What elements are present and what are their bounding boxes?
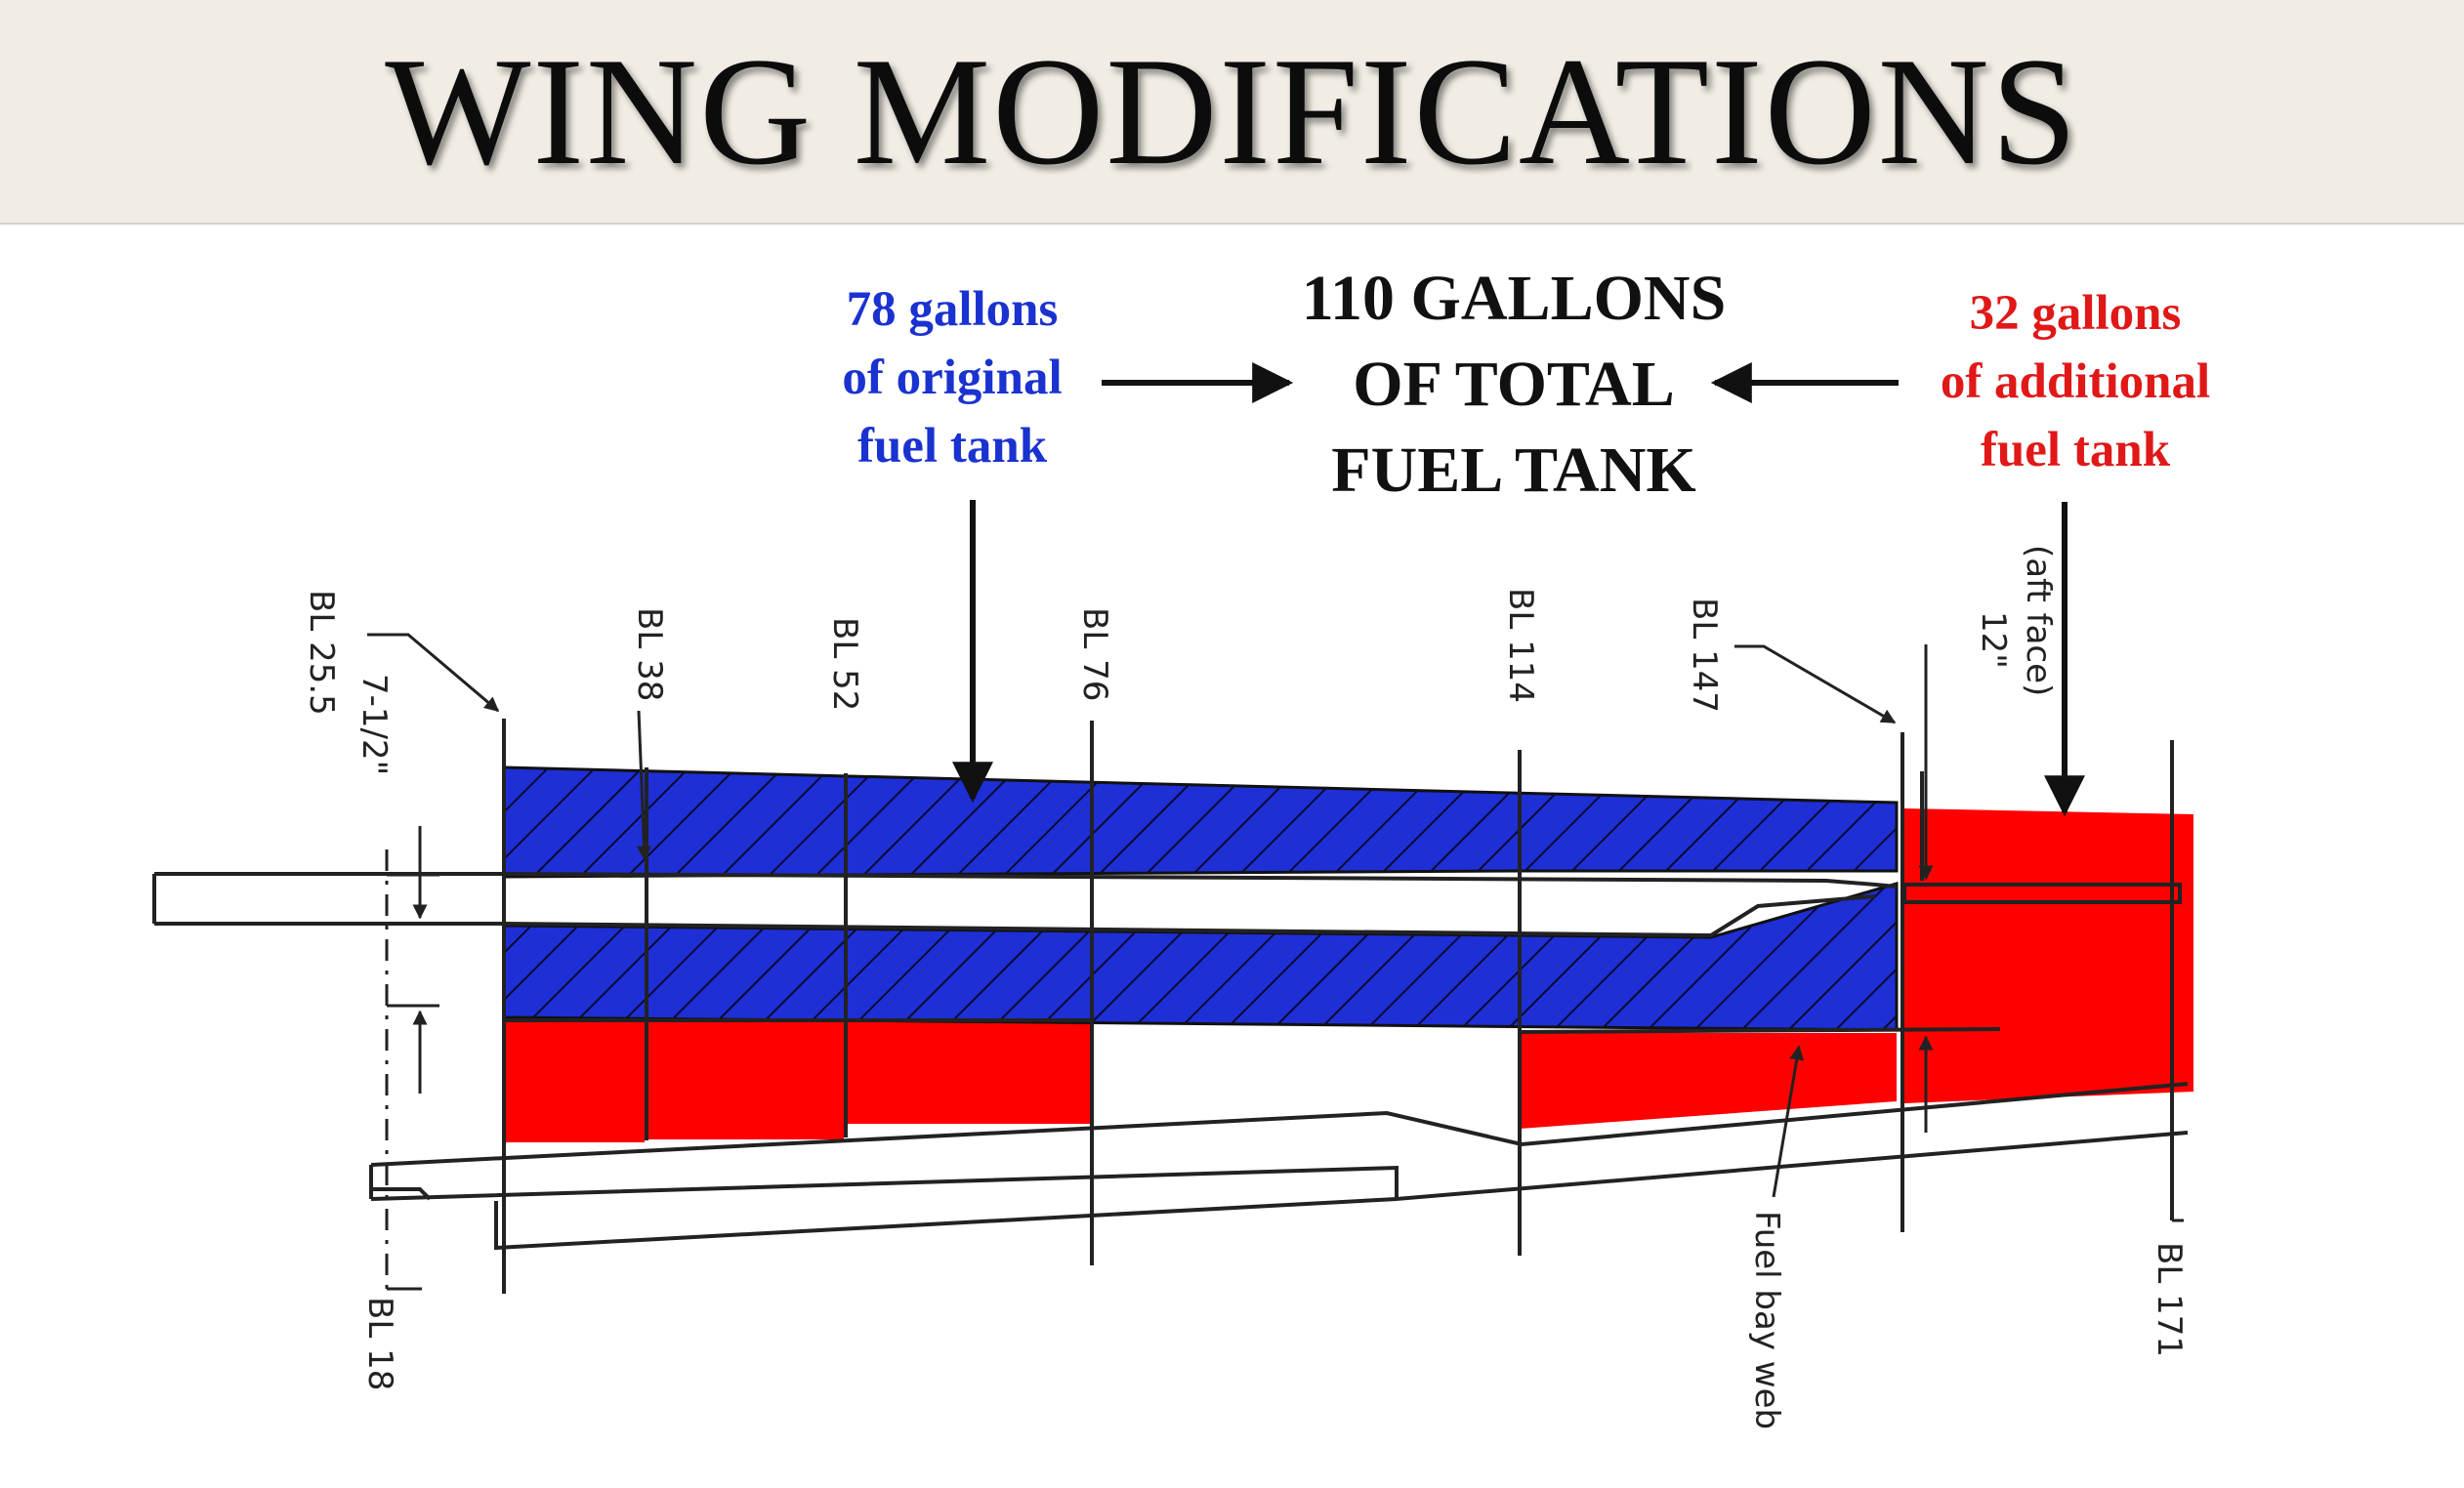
- blue-upper-tank: [502, 765, 1899, 879]
- label-bl-38: BL 38: [630, 607, 669, 701]
- blue-lower-tank: [502, 882, 1899, 1032]
- label-aft-face: (aft face): [2019, 545, 2058, 696]
- spar-cap-lower: [154, 894, 1876, 938]
- label-bl-114: BL 114: [1501, 588, 1540, 703]
- total-tank-callout: 110 GALLONS OF TOTAL FUEL TANK: [1240, 256, 1787, 514]
- label-bl-25-5: BL 25.5: [302, 590, 341, 716]
- red-lower-section-2: [648, 1020, 844, 1139]
- slide-title: WING MODIFICATIONS: [385, 26, 2079, 197]
- label-fuel-bay-web: Fuel bay web: [1747, 1211, 1786, 1429]
- lower-flange: [494, 1197, 1398, 1251]
- header-band: [0, 0, 2464, 225]
- label-bl-171: BL 171: [2150, 1242, 2189, 1357]
- red-lower-section-3: [848, 1020, 1090, 1124]
- label-dim-12: 12": [1974, 611, 2013, 669]
- leader-bl-147: [1734, 644, 1897, 724]
- original-callout-line-3: fuel tank: [856, 419, 1048, 474]
- leader-bl-25-5: [367, 633, 500, 713]
- label-bl-76: BL 76: [1075, 607, 1114, 701]
- leader-bl-38: [636, 710, 651, 861]
- drawing-labels: BL 25.5 7-1/2" BL 38 BL 52 BL 76 BL 114 …: [302, 545, 2189, 1429]
- lower-skin-top: [370, 1082, 2189, 1167]
- original-tank-callout: 78 gallons of original fuel tank: [781, 275, 1123, 480]
- flange-tick: [371, 1187, 432, 1201]
- red-outboard-tank: [1904, 808, 2193, 1103]
- total-callout-line-3: FUEL TANK: [1331, 434, 1696, 506]
- additional-callout-line-1: 32 gallons: [1969, 286, 2182, 341]
- label-dim-7-5: 7-1/2": [355, 674, 394, 775]
- total-callout-line-1: 110 GALLONS: [1301, 263, 1727, 334]
- callout-arrows: [952, 362, 2085, 817]
- label-bl-147: BL 147: [1685, 598, 1724, 713]
- additional-callout-line-2: of additional: [1940, 354, 2211, 409]
- label-bl-18: BL 18: [360, 1297, 399, 1390]
- total-callout-line-2: OF TOTAL: [1353, 349, 1675, 420]
- leader-fuel-bay-web: [1772, 1045, 1805, 1198]
- additional-callout-line-3: fuel tank: [1980, 423, 2171, 477]
- red-lower-section-1: [504, 1020, 645, 1142]
- label-bl-52: BL 52: [825, 617, 864, 711]
- original-callout-line-1: 78 gallons: [846, 282, 1059, 337]
- original-tank-sections: [502, 765, 1899, 1032]
- original-callout-line-2: of original: [842, 351, 1063, 405]
- additional-tank-callout: 32 gallons of additional fuel tank: [1885, 279, 2266, 484]
- wing-structure: [152, 633, 2189, 1294]
- lower-skin-bottom: [370, 1131, 2189, 1202]
- web-horizontal-2: [1519, 1027, 2001, 1034]
